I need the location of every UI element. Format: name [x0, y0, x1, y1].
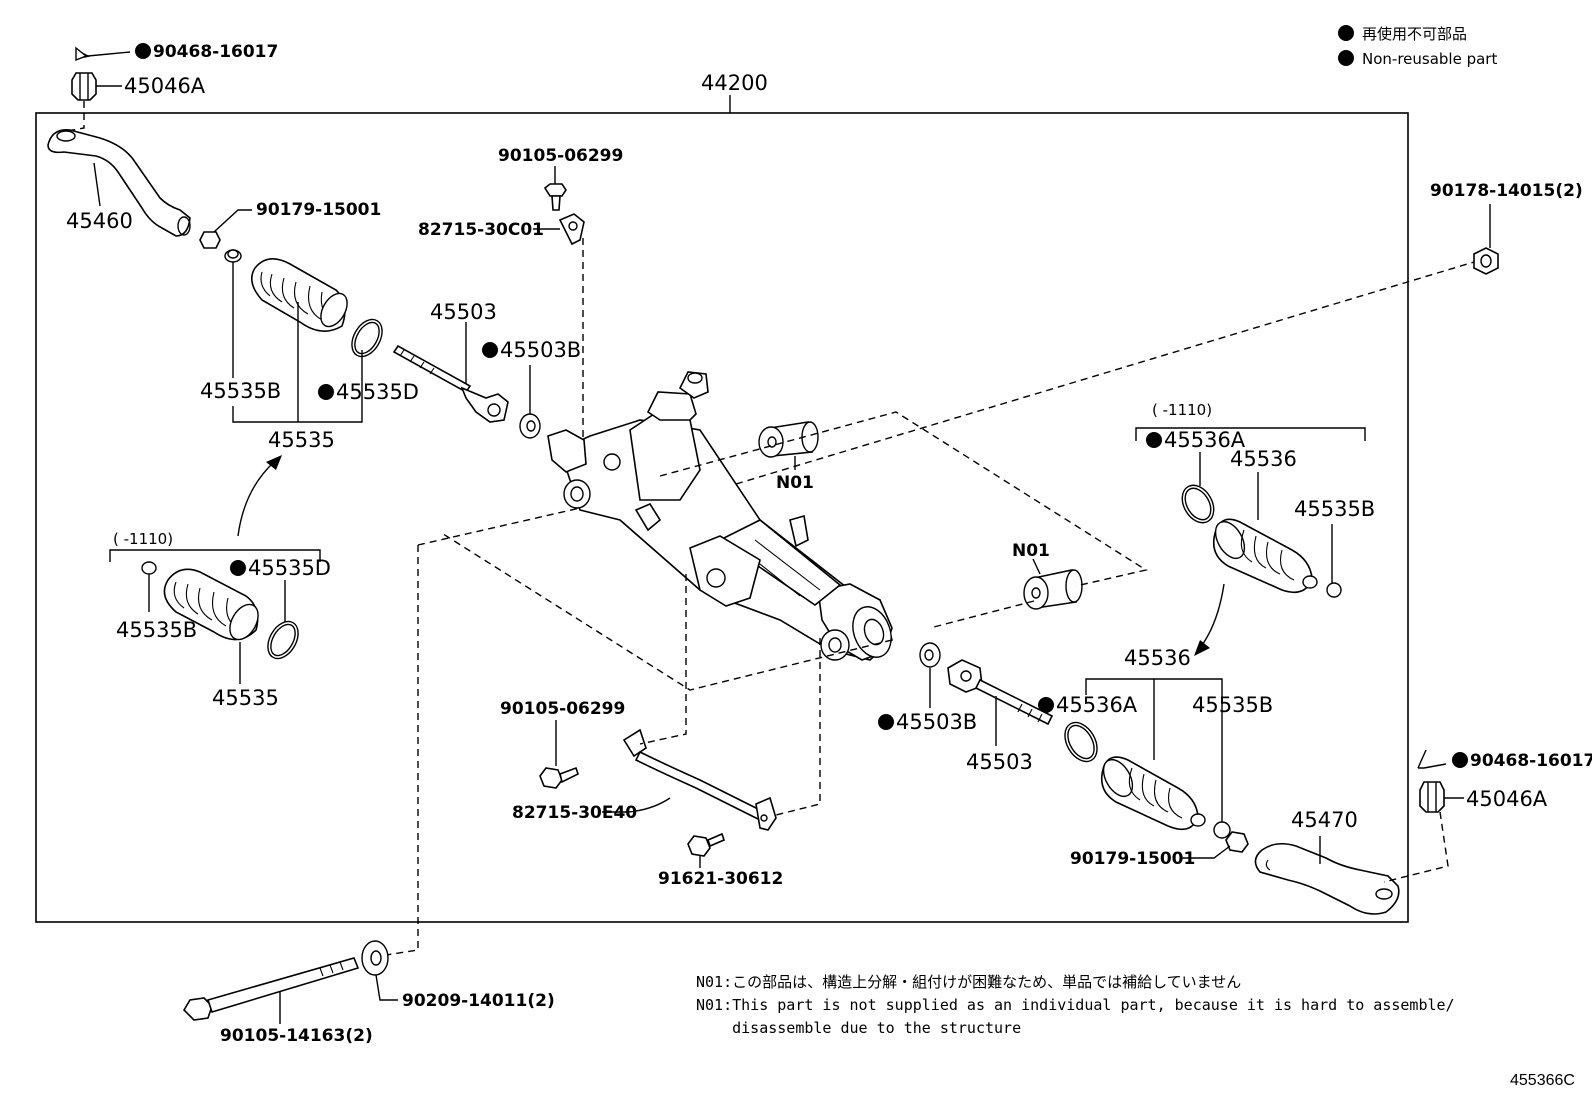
non-reusable-dot-icon [1338, 50, 1354, 66]
non-reusable-dot-icon [318, 384, 334, 400]
mount-washer [361, 940, 389, 976]
label-grommet-top-right: 90178-14015(2) [1430, 181, 1583, 201]
label-bolt-small: 91621-30612 [658, 869, 783, 889]
mount-bolt [182, 957, 360, 1021]
arrow-icon [1194, 640, 1210, 656]
bolt-small [687, 832, 725, 857]
label-old-clip-right: 45535B [1294, 497, 1375, 521]
old-boot-right [1181, 484, 1342, 598]
old-boot-left [141, 561, 299, 660]
boot-right [1064, 721, 1231, 839]
label-mount-washer: 90209-14011(2) [402, 991, 555, 1011]
non-reusable-dot-icon [230, 560, 246, 576]
label-rack-end-left: 45503 [430, 300, 497, 324]
lock-nut-right [1225, 831, 1249, 853]
cotter-pin-right [1417, 749, 1447, 769]
non-reusable-dot-icon [1338, 25, 1354, 41]
note-english-2: disassemble due to the structure [696, 1019, 1021, 1037]
rack-end-left [392, 344, 509, 423]
label-nut-right: 45046A [1466, 787, 1548, 811]
label-mount-bolt: 90105-14163(2) [220, 1026, 373, 1046]
non-reusable-dot-icon [1146, 432, 1162, 448]
arrow-icon [266, 455, 282, 470]
tie-rod-end-right [1254, 842, 1400, 915]
lock-nut-left [199, 231, 221, 249]
label-old-bracket-right: ( -1110) [1152, 401, 1212, 419]
washer-left [519, 413, 541, 439]
label-old-bracket-left: ( -1110) [113, 530, 173, 548]
tie-rod-end-left [47, 128, 191, 237]
label-washer-left: 45503B [500, 338, 581, 362]
label-old-boot-right: 45536 [1230, 447, 1297, 471]
label-old-clip-left: 45535B [116, 618, 197, 642]
note-english-1: N01:This part is not supplied as an indi… [696, 996, 1455, 1014]
rack-end-right [947, 659, 1054, 726]
bushing-lower [1023, 569, 1083, 610]
label-clamp-left: 45535D [336, 380, 419, 404]
non-reusable-dot-icon [135, 43, 151, 59]
label-washer-right: 45503B [896, 710, 977, 734]
legend: 再使用不可部品 Non-reusable part [1338, 25, 1497, 68]
label-lock-nut-right: 90179-15001 [1070, 849, 1195, 869]
label-tie-rod-end-left: 45460 [66, 209, 133, 233]
label-bolt-lower: 90105-06299 [500, 699, 625, 719]
non-reusable-dot-icon [878, 714, 894, 730]
assembly-frame [35, 112, 1409, 923]
label-old-boot-left: 45535 [212, 686, 279, 710]
label-old-clamp-right: 45536A [1164, 428, 1246, 452]
label-tie-rod-end-right: 45470 [1291, 808, 1358, 832]
bushing-upper [758, 421, 819, 458]
washer-right [919, 642, 941, 668]
illustration-reference: 455366C [1510, 1072, 1575, 1089]
legend-english: Non-reusable part [1362, 50, 1497, 68]
label-nut-left: 45046A [124, 74, 206, 98]
non-reusable-dot-icon [1038, 697, 1054, 713]
label-clip-right: 45535B [1192, 693, 1273, 717]
label-bushing-upper: N01 [776, 473, 814, 493]
label-bracket-top: 82715-30C01 [418, 220, 544, 240]
steering-gear-housing [547, 371, 893, 661]
label-boot-left: 45535 [268, 428, 335, 452]
note-japanese: N01:この部品は、構造上分解・組付けが困難なため、単品では補給していません [696, 973, 1241, 991]
boot-left [224, 249, 383, 358]
grommet-top-right [1473, 247, 1499, 275]
label-bushing-lower: N01 [1012, 541, 1050, 561]
bolt-lower [539, 766, 579, 789]
bracket-top [558, 213, 585, 246]
non-reusable-dot-icon [482, 342, 498, 358]
bolt-top [543, 183, 567, 211]
label-cotter-pin-right: 90468-16017 [1470, 751, 1592, 771]
castle-nut-left [71, 72, 97, 101]
castle-nut-right [1419, 781, 1445, 813]
label-bolt-top: 90105-06299 [498, 146, 623, 166]
bracket-lower [622, 728, 777, 831]
legend-japanese: 再使用不可部品 [1362, 25, 1467, 43]
label-cotter-pin-left: 90468-16017 [153, 42, 278, 62]
non-reusable-dot-icon [1452, 752, 1468, 768]
label-boot-right: 45536 [1124, 646, 1191, 670]
assembly-number: 44200 [701, 71, 768, 95]
cotter-pin-left [75, 46, 131, 62]
label-clamp-right: 45536A [1056, 693, 1138, 717]
label-old-clamp-left: 45535D [248, 556, 331, 580]
label-rack-end-right: 45503 [966, 750, 1033, 774]
label-bracket-lower: 82715-30E40 [512, 803, 637, 823]
label-clip-left: 45535B [200, 379, 281, 403]
notes: N01:この部品は、構造上分解・組付けが困難なため、単品では補給していません N… [696, 973, 1455, 1037]
label-lock-nut-left: 90179-15001 [256, 200, 381, 220]
